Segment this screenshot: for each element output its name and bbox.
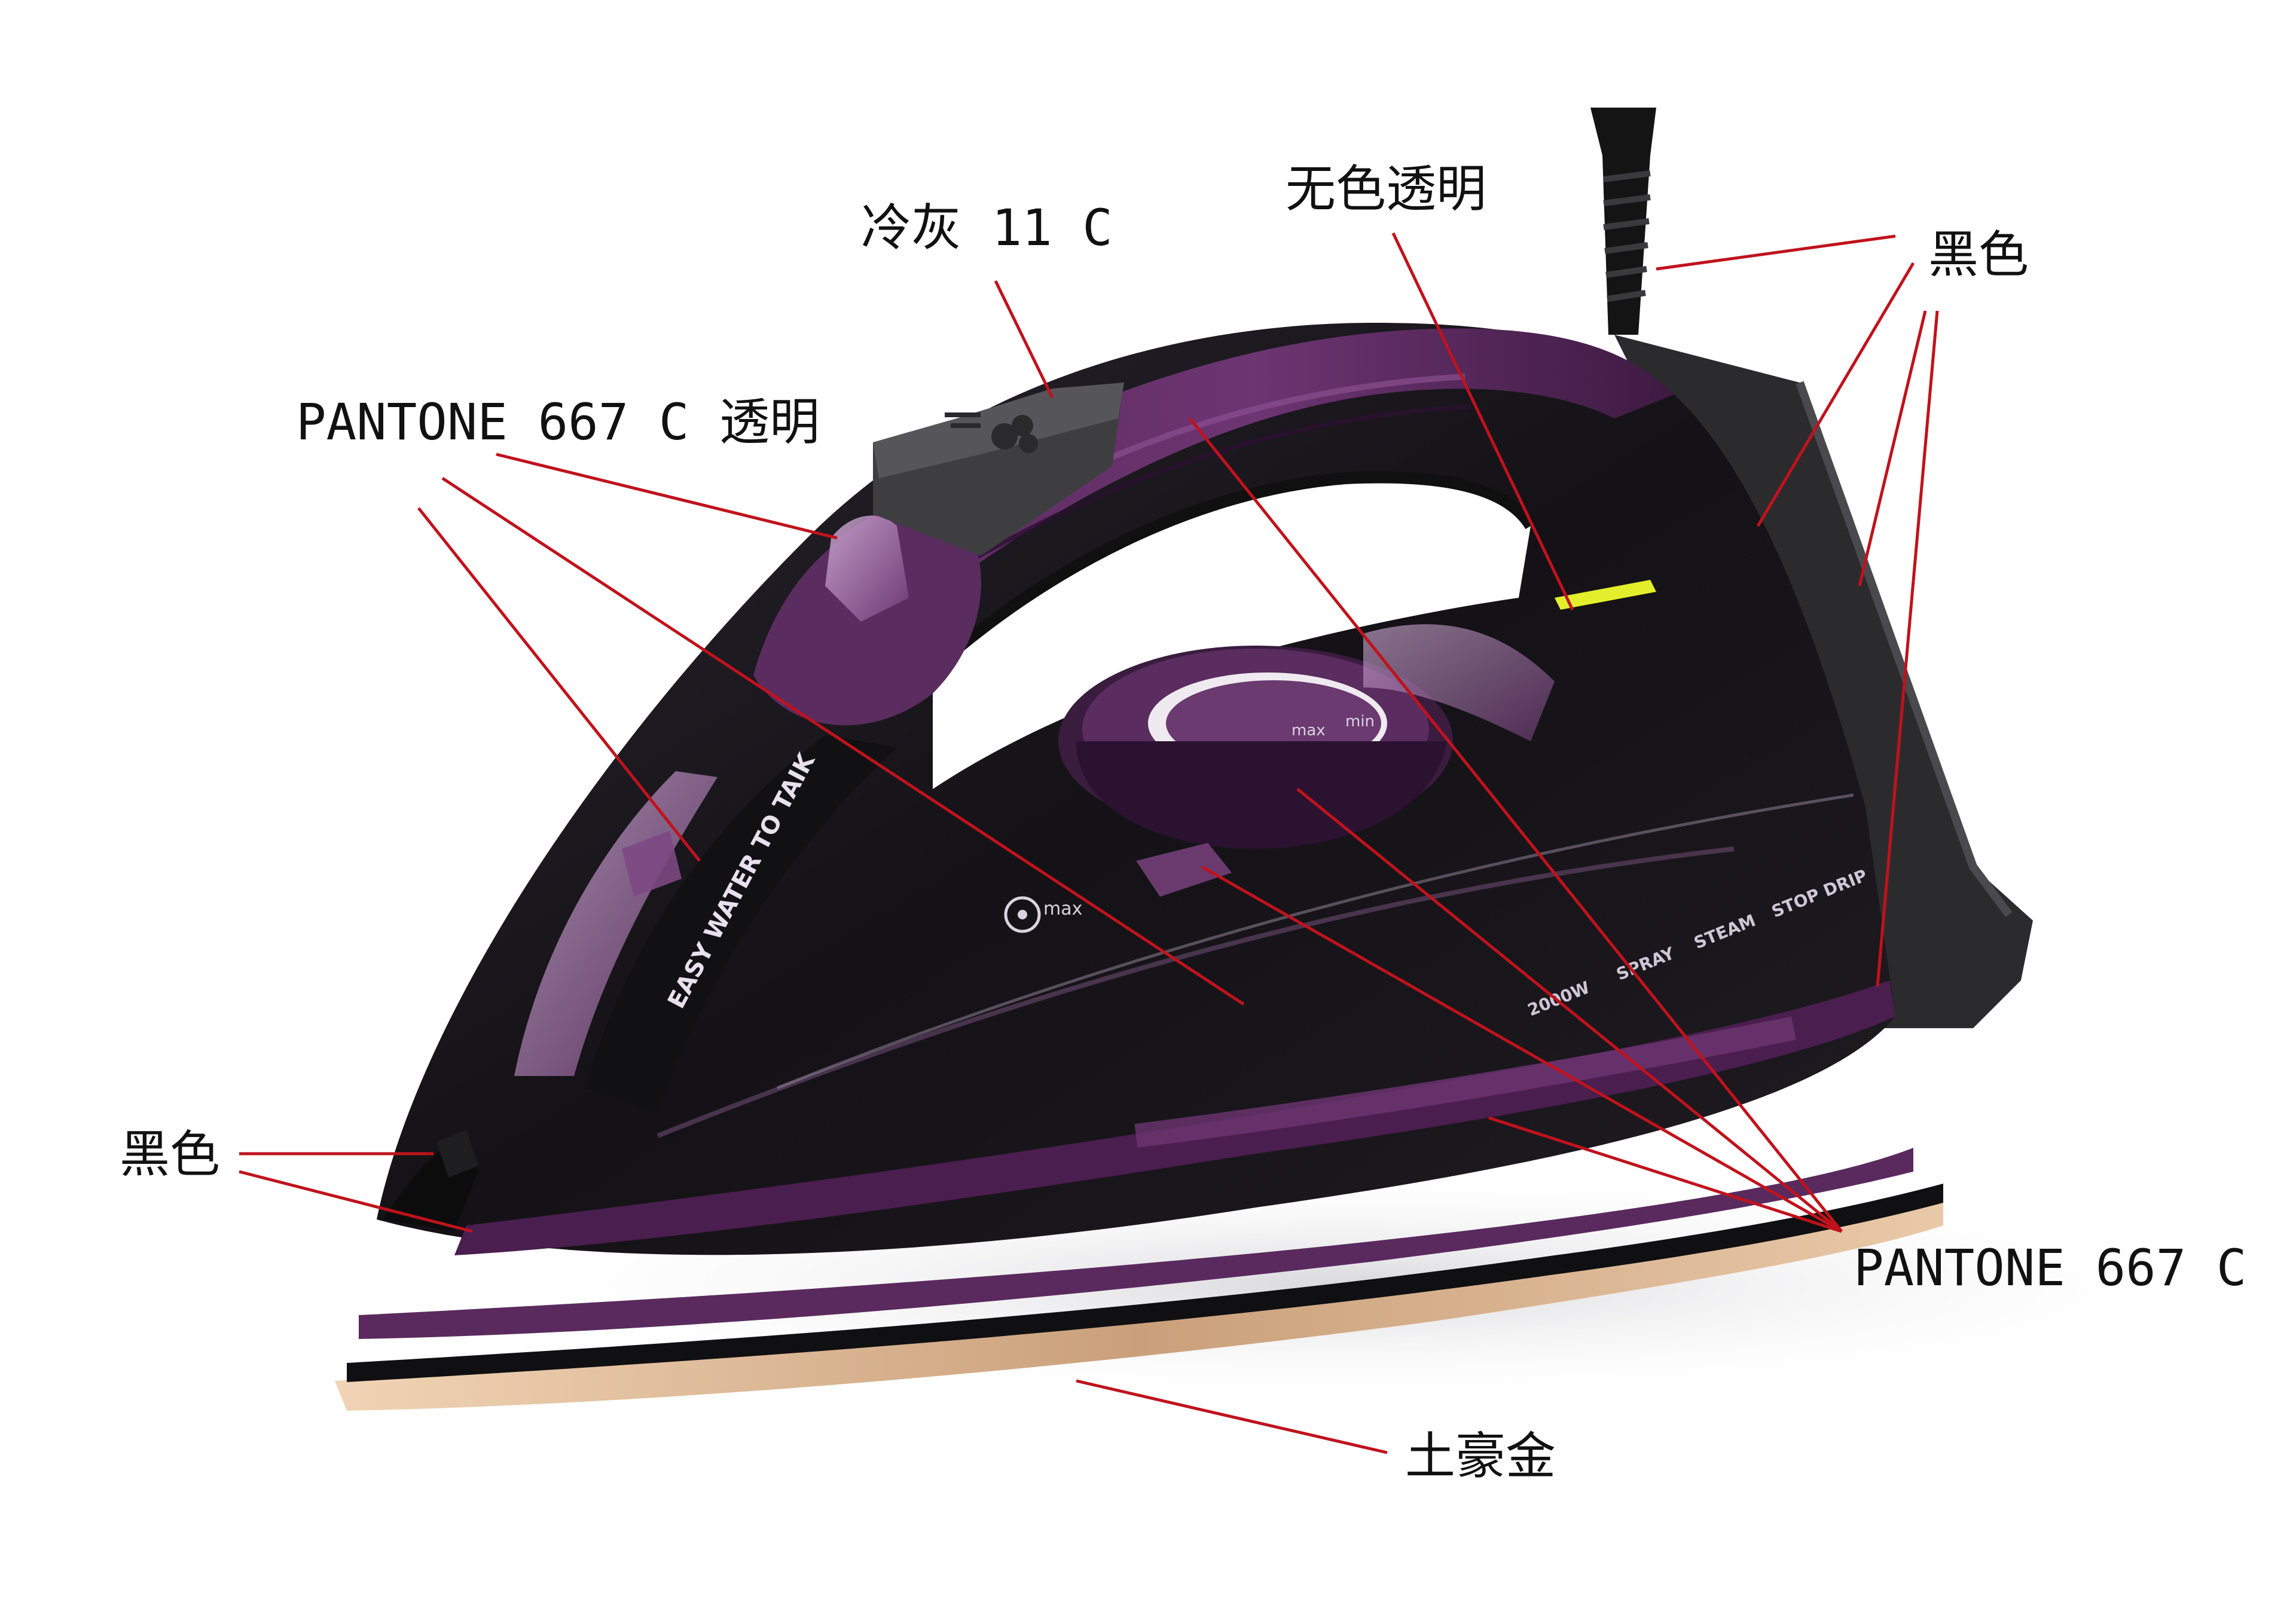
steam-max-marker: max — [1004, 896, 1082, 933]
dial-min-label: min — [1345, 713, 1375, 730]
side-purple-band — [454, 980, 1895, 1255]
steam-max-label: max — [1043, 898, 1082, 919]
clear-top-shell — [1363, 624, 1555, 741]
side-swoosh — [657, 846, 1735, 1138]
front-panel — [586, 735, 897, 1112]
side-swoosh-2 — [777, 793, 1854, 1090]
steam-burst-icon — [945, 412, 1038, 453]
soleplate-black-edge — [347, 1184, 1943, 1382]
cord-guard-ribs — [1603, 170, 1651, 302]
handle-opening — [933, 477, 1531, 789]
handle-inner-rim — [929, 471, 1536, 674]
front-cap-purple — [753, 514, 981, 726]
yellow-accent — [1555, 580, 1656, 610]
soleplate-gold — [335, 1202, 1943, 1411]
rear-heel-edge — [1796, 381, 2013, 918]
callout-champagne-gold: 土豪金 — [1405, 1427, 1556, 1485]
callout-black-top-right: 黑色 — [1928, 225, 2029, 284]
fill-cap — [622, 831, 682, 897]
dial-max-label: max — [1292, 722, 1326, 739]
callout-black-left: 黑色 — [120, 1125, 220, 1184]
cord-guard — [1590, 108, 1656, 335]
callout-clear: 无色透明 — [1286, 160, 1486, 218]
callout-pantone-clear: PANTONE 667 C 透明 — [296, 393, 820, 451]
clear-spray-button — [825, 515, 909, 622]
leader-lines — [239, 232, 1939, 1454]
callout-cool-gray: 冷灰 11 C — [861, 198, 1113, 257]
temperature-dial — [1058, 646, 1453, 849]
callout-pantone: PANTONE 667 C — [1854, 1239, 2246, 1297]
lower-purple-stripe — [359, 1148, 1913, 1339]
nose-button — [436, 1130, 478, 1178]
side-purple-band-2 — [1134, 1016, 1796, 1148]
steam-slider — [1136, 843, 1232, 897]
